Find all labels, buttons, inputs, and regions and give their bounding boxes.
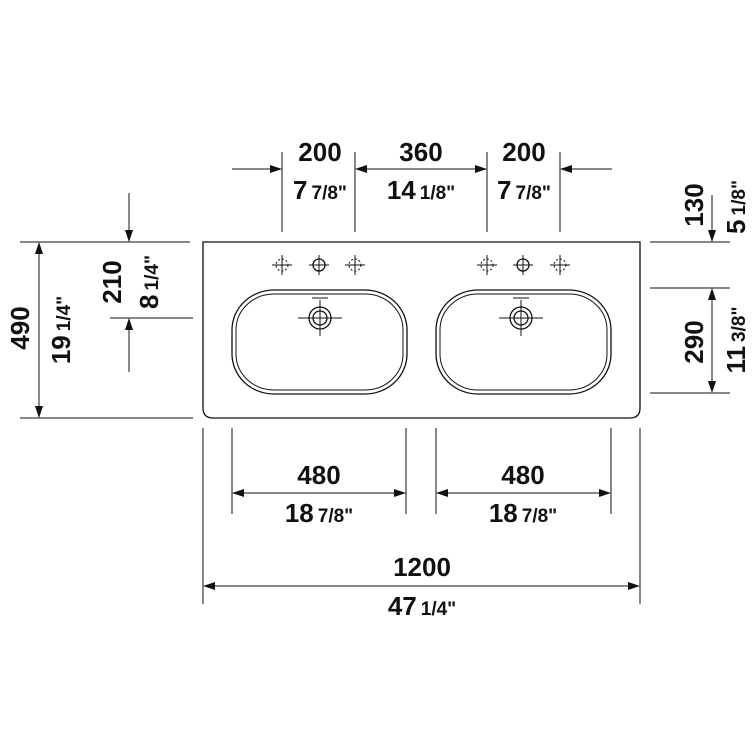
bottom-extension-lines xyxy=(202,428,641,604)
left-tap-holes xyxy=(272,255,365,275)
right-bowl xyxy=(435,289,612,395)
right-drain-icon xyxy=(499,297,543,336)
svg-text:51/8": 51/8" xyxy=(721,180,751,234)
svg-text:290: 290 xyxy=(679,320,709,363)
svg-text:191/4": 191/4" xyxy=(46,296,76,364)
svg-text:113/8": 113/8" xyxy=(721,307,751,374)
svg-text:471/4": 471/4" xyxy=(388,591,456,621)
bottom-dimension-arrows xyxy=(203,489,640,590)
right-extension-lines xyxy=(650,241,730,394)
dim-bowl-front-depth: 210 81/4" xyxy=(97,255,164,309)
svg-text:490: 490 xyxy=(5,306,35,349)
svg-text:81/4": 81/4" xyxy=(134,255,164,309)
dim-faucet-depth: 130 51/8" xyxy=(679,180,751,234)
svg-text:200: 200 xyxy=(298,137,341,167)
right-tap-holes xyxy=(477,255,570,275)
left-extension-lines xyxy=(20,241,193,419)
svg-text:480: 480 xyxy=(297,460,340,490)
svg-text:360: 360 xyxy=(399,137,442,167)
basin-outline xyxy=(202,241,641,419)
svg-text:77/8": 77/8" xyxy=(497,175,551,205)
svg-text:480: 480 xyxy=(501,460,544,490)
left-drain-icon xyxy=(298,297,342,336)
svg-text:1200: 1200 xyxy=(393,552,451,582)
dim-total-depth: 490 191/4" xyxy=(5,296,76,364)
svg-text:141/8": 141/8" xyxy=(387,175,455,205)
svg-text:187/8": 187/8" xyxy=(285,498,353,528)
svg-text:200: 200 xyxy=(502,137,545,167)
left-bowl xyxy=(231,289,408,395)
svg-text:187/8": 187/8" xyxy=(489,498,557,528)
left-dimension-arrows xyxy=(35,193,133,418)
svg-text:77/8": 77/8" xyxy=(293,175,347,205)
svg-text:210: 210 xyxy=(97,260,127,303)
dim-bowl-depth: 290 113/8" xyxy=(679,307,751,374)
svg-text:130: 130 xyxy=(679,183,709,226)
